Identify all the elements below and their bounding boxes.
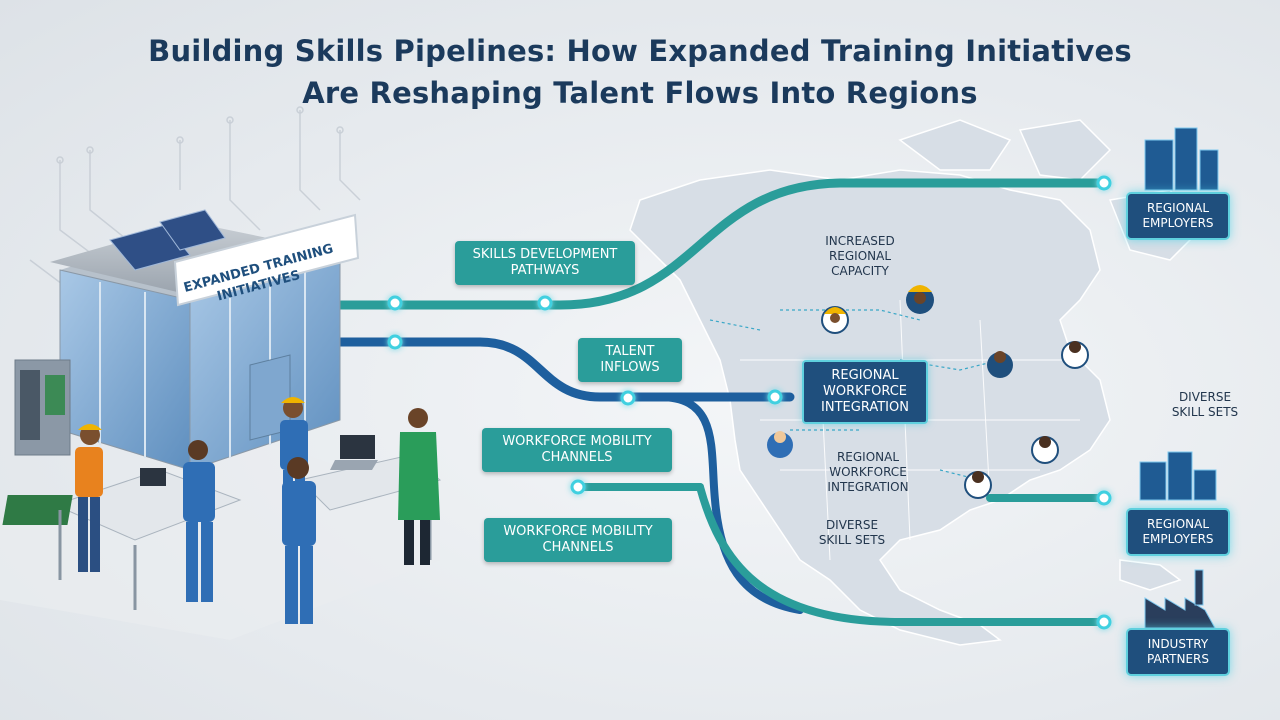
worker-icon	[183, 440, 215, 602]
nurse-avatar-icon	[767, 431, 793, 458]
office-building-icon	[1139, 451, 1217, 501]
pipe-teal-top	[335, 178, 1110, 310]
laptop-icon	[330, 435, 378, 470]
label-mobility-2: Workforce Mobility Channels	[484, 518, 672, 562]
title-line-2: Are Reshaping Talent Flows Into Regions	[302, 76, 978, 110]
label-diverse-map: Diverse Skill Sets	[818, 518, 886, 547]
laptop-icon	[140, 468, 166, 486]
training-building-icon	[50, 209, 360, 471]
instructor-icon	[398, 408, 440, 565]
pipeline-nodes	[387, 175, 1112, 630]
building-sign-board	[173, 213, 360, 307]
label-regional-integration: Regional Workforce Integration	[827, 450, 909, 494]
node	[620, 390, 636, 406]
worker-avatar-icon	[987, 351, 1013, 378]
label-talent-inflows: Talent Inflows	[578, 338, 682, 382]
label-diverse-right: Diverse Skill Sets	[1171, 390, 1239, 419]
equipment-cabinet-icon	[14, 359, 71, 456]
doctor-avatar-icon	[1061, 341, 1089, 369]
worker-icon	[75, 424, 103, 572]
label-regional-integration-box: Regional Workforce Integration	[802, 360, 928, 424]
label-skills-development: Skills Development Pathways	[455, 241, 635, 285]
node	[1096, 175, 1112, 191]
node	[570, 479, 586, 495]
solar-panel-icon	[109, 209, 226, 271]
pipelines	[335, 178, 1110, 626]
node	[387, 295, 403, 311]
doctor-avatar-icon	[964, 471, 992, 499]
destination-regional-employers-top: Regional Employers	[1126, 192, 1230, 240]
pipe-teal-bottom	[696, 483, 1109, 626]
destination-regional-employers-bottom: Regional Employers	[1126, 508, 1230, 556]
page-title: Building Skills Pipelines: How Expanded …	[0, 30, 1280, 114]
destination-industry-partners: Industry Partners	[1126, 628, 1230, 676]
node	[1096, 490, 1112, 506]
node	[767, 389, 783, 405]
office-building-icon	[1144, 127, 1219, 191]
label-mobility-1: Workforce Mobility Channels	[482, 428, 672, 472]
factory-icon	[1144, 569, 1216, 629]
pipe-blue-talent	[335, 337, 795, 402]
node	[1096, 614, 1112, 630]
label-increased-capacity: Increased Regional Capacity	[825, 234, 895, 278]
engineer-avatar-icon	[821, 306, 849, 334]
node	[387, 334, 403, 350]
pipe-blue-down	[656, 393, 804, 614]
map-people	[767, 285, 1089, 499]
workers-icon	[75, 397, 440, 624]
engineer-avatar-icon	[906, 285, 934, 314]
title-line-1: Building Skills Pipelines: How Expanded …	[148, 34, 1132, 68]
node	[537, 295, 553, 311]
worker-icon	[282, 457, 316, 624]
doctor-avatar-icon	[1031, 436, 1059, 464]
